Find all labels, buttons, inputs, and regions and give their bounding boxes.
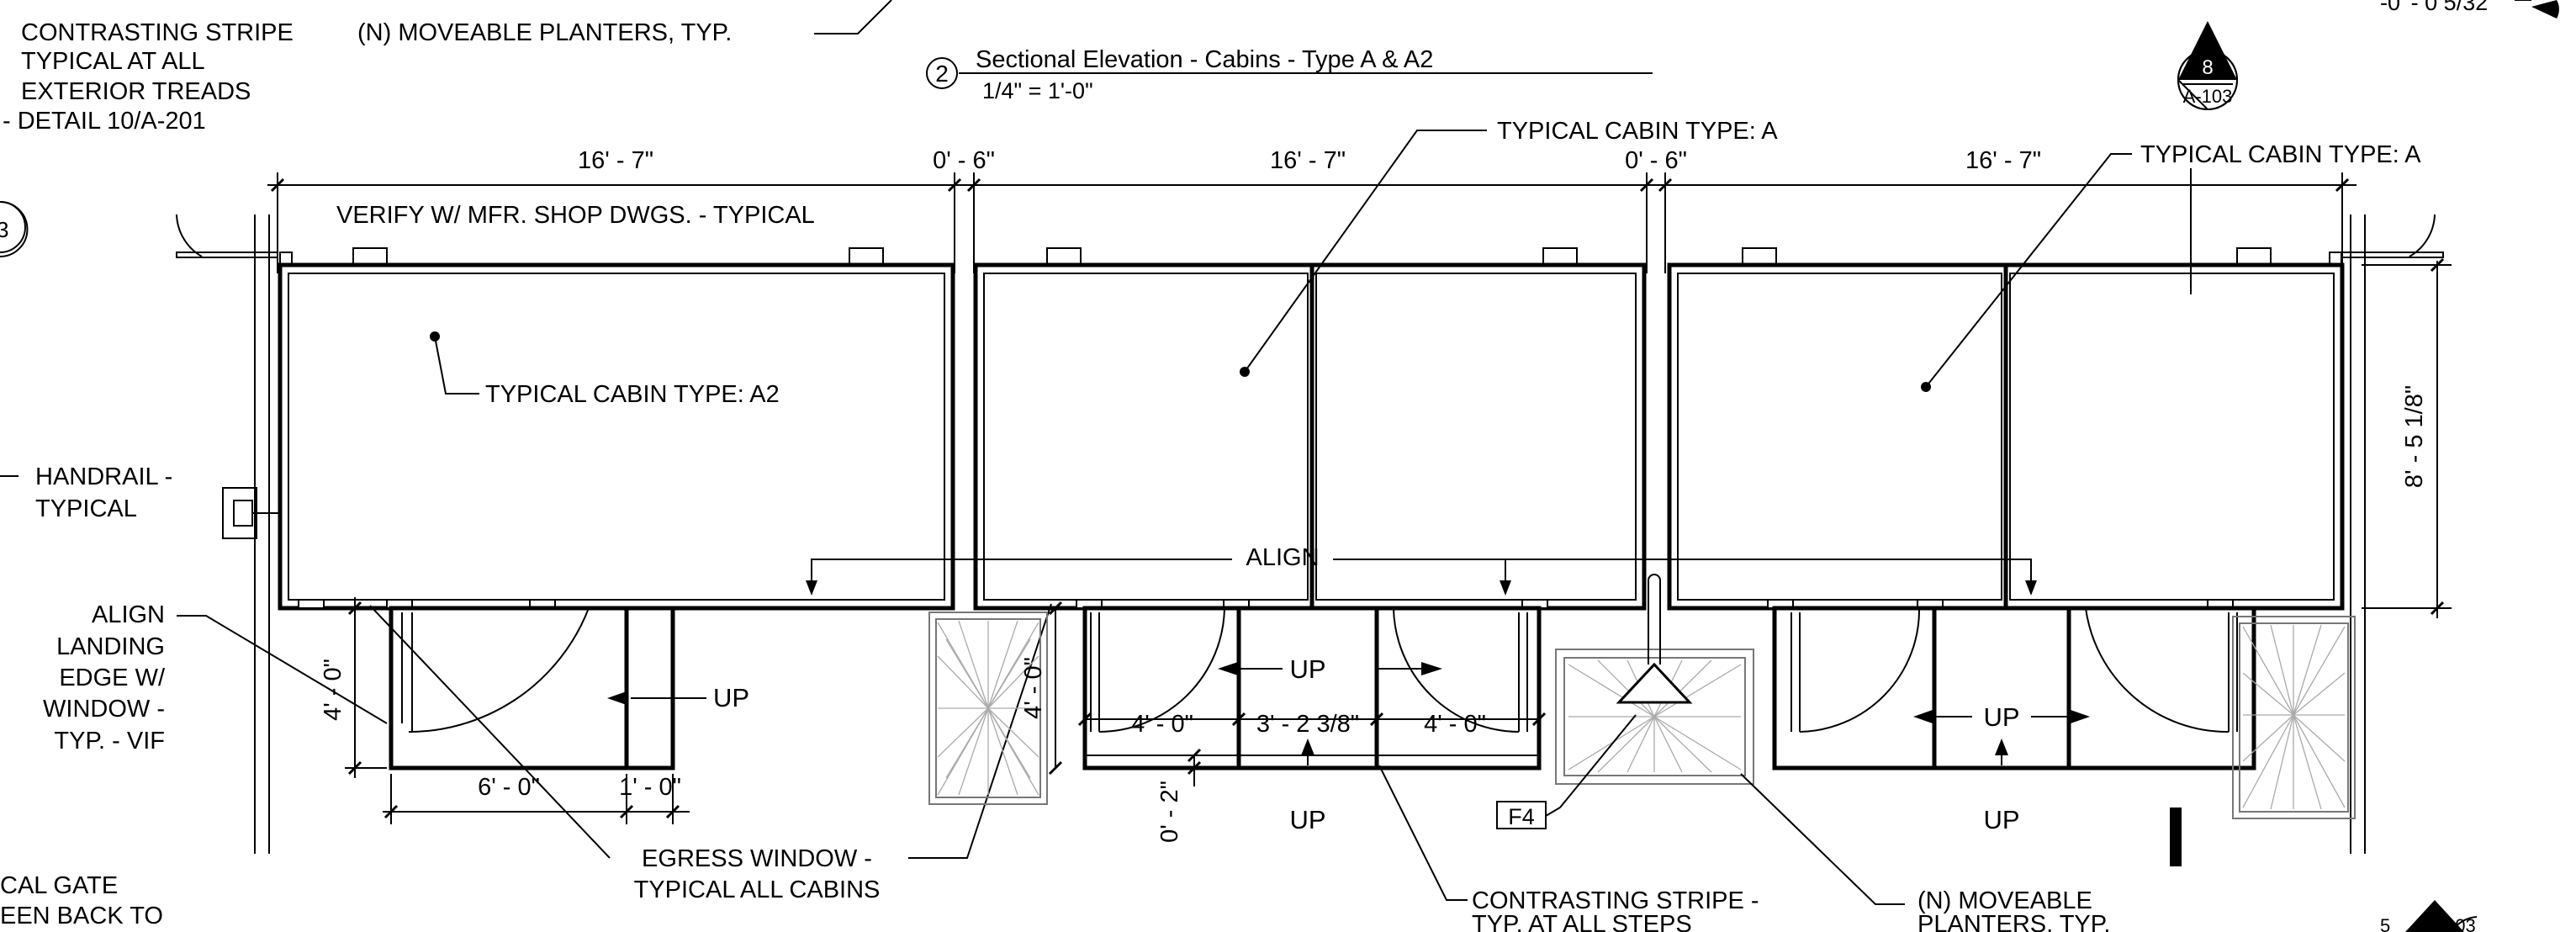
dim-mid-vertical: 4' - 0" <box>1020 657 1047 719</box>
view-title: Sectional Elevation - Cabins - Type A & … <box>976 46 1433 73</box>
svg-text:LANDING: LANDING <box>56 633 165 660</box>
svg-text:TYP. - VIF: TYP. - VIF <box>54 728 165 755</box>
dim-gap-1: 0' - 6" <box>933 147 995 174</box>
note-planters-top: (N) MOVEABLE PLANTERS, TYP. <box>357 19 732 46</box>
dim-left-depth: 4' - 0" <box>320 659 346 721</box>
dim-mid-riser: 0' - 2" <box>1156 781 1183 843</box>
view-scale: 1/4" = 1'-0" <box>982 78 1093 103</box>
note-gate: CAL GATE EEN BACK TO <box>0 872 163 929</box>
svg-text:TYP. AT ALL STEPS: TYP. AT ALL STEPS <box>1472 911 1692 932</box>
section-callout-lower: 5 A-103 <box>2380 900 2476 932</box>
up-label-right-top: UP <box>1983 702 2019 732</box>
svg-text:(N) MOVEABLE: (N) MOVEABLE <box>1917 887 2092 914</box>
view-number-bubble <box>926 57 958 89</box>
planter-right <box>2232 616 2356 819</box>
tag-f4: F4 <box>1508 804 1535 829</box>
svg-text:EGRESS WINDOW -: EGRESS WINDOW - <box>642 845 872 872</box>
up-label-middle-bottom: UP <box>1289 805 1325 834</box>
height-dimension: 8' - 5 1/8" <box>2362 257 2452 618</box>
dim-mid-center: 3' - 2 3/8" <box>1256 711 1359 738</box>
overall-dimension-string: 16' - 7" 0' - 6" 16' - 7" 0' - 6" 16' - … <box>267 147 2356 273</box>
partial-section-marker-icon <box>2531 0 2559 19</box>
note-cabin-a2: TYPICAL CABIN TYPE: A2 <box>485 381 780 408</box>
svg-text:WINDOW -: WINDOW - <box>43 696 165 723</box>
cabin-a-right <box>1667 247 2345 611</box>
cabin-a2 <box>278 247 955 611</box>
note-contrasting-stripe-steps: CONTRASTING STRIPE - TYP. AT ALL STEPS <box>1472 887 1759 932</box>
planter-left-middle <box>928 612 1048 805</box>
svg-text:TYPICAL: TYPICAL <box>35 495 137 522</box>
dim-left-small: 1' - 0" <box>619 774 681 801</box>
svg-text:ALIGN: ALIGN <box>92 601 165 628</box>
svg-text:EEN BACK TO: EEN BACK TO <box>0 903 163 929</box>
dim-cabin-2: 16' - 7" <box>1270 147 1346 174</box>
up-label-right-bottom: UP <box>1983 805 2019 834</box>
dim-mid-left: 4' - 0" <box>1131 711 1193 738</box>
handrail-symbol <box>222 487 280 539</box>
section-callout-upper-number: 8 <box>2202 56 2213 79</box>
svg-text:8' - 5 1/8": 8' - 5 1/8" <box>2401 385 2428 488</box>
dim-cabin-1: 16' - 7" <box>578 147 653 174</box>
note-align: ALIGN <box>1246 544 1319 571</box>
note-handrail: HANDRAIL - TYPICAL <box>0 463 172 522</box>
left-partial-callout: 3 <box>0 217 8 242</box>
bollard <box>2170 808 2182 866</box>
section-callout-lower-number: 5 <box>2380 915 2390 932</box>
svg-text:TYPICAL AT ALL: TYPICAL AT ALL <box>21 48 205 75</box>
dim-left-width: 6' - 0" <box>478 774 540 801</box>
svg-text:PLANTERS, TYP.: PLANTERS, TYP. <box>1917 911 2110 932</box>
section-callout-upper: 8 A-103 <box>2177 21 2238 110</box>
dim-cabin-3: 16' - 7" <box>1965 147 2041 174</box>
view-number: 2 <box>935 61 949 87</box>
note-cabin-a-middle: TYPICAL CABIN TYPE: A <box>1497 118 1778 145</box>
svg-text:CONTRASTING STRIPE -: CONTRASTING STRIPE - <box>1472 887 1759 914</box>
stair-right <box>1772 606 2256 770</box>
svg-text:TYPICAL ALL CABINS: TYPICAL ALL CABINS <box>634 876 881 903</box>
dim-mid-right: 4' - 0" <box>1424 711 1486 738</box>
svg-text:EDGE W/: EDGE W/ <box>59 665 166 691</box>
section-callout-upper-sheet: A-103 <box>2183 86 2233 107</box>
stair-middle <box>1082 606 1542 770</box>
planter-center <box>1555 574 1754 785</box>
stair-left <box>389 606 675 770</box>
svg-text:CAL GATE: CAL GATE <box>0 872 118 899</box>
note-cabin-a-right: TYPICAL CABIN TYPE: A <box>2140 141 2421 168</box>
dim-gap-2: 0' - 6" <box>1625 147 1687 174</box>
top-right-partial-dimension: -0' - 0 5/32" <box>2380 0 2496 15</box>
svg-text:HANDRAIL -: HANDRAIL - <box>35 463 172 490</box>
section-callout-lower-sheet: A-103 <box>2426 915 2476 932</box>
up-label-middle-top: UP <box>1289 654 1325 684</box>
note-egress-window: EGRESS WINDOW - TYPICAL ALL CABINS <box>634 845 881 903</box>
note-contrasting-stripe-treads: CONTRASTING STRIPE TYPICAL AT ALL EXTERI… <box>3 19 294 135</box>
svg-text:- DETAIL 10/A-201: - DETAIL 10/A-201 <box>3 108 206 135</box>
note-align-landing: ALIGN LANDING EDGE W/ WINDOW - TYP. - VI… <box>43 601 166 755</box>
note-verify: VERIFY W/ MFR. SHOP DWGS. - TYPICAL <box>336 202 815 229</box>
up-label-left: UP <box>713 683 749 712</box>
note-planters-bottom: (N) MOVEABLE PLANTERS, TYP. <box>1917 887 2110 932</box>
svg-text:EXTERIOR TREADS: EXTERIOR TREADS <box>21 78 251 105</box>
svg-text:CONTRASTING STRIPE: CONTRASTING STRIPE <box>21 19 294 46</box>
